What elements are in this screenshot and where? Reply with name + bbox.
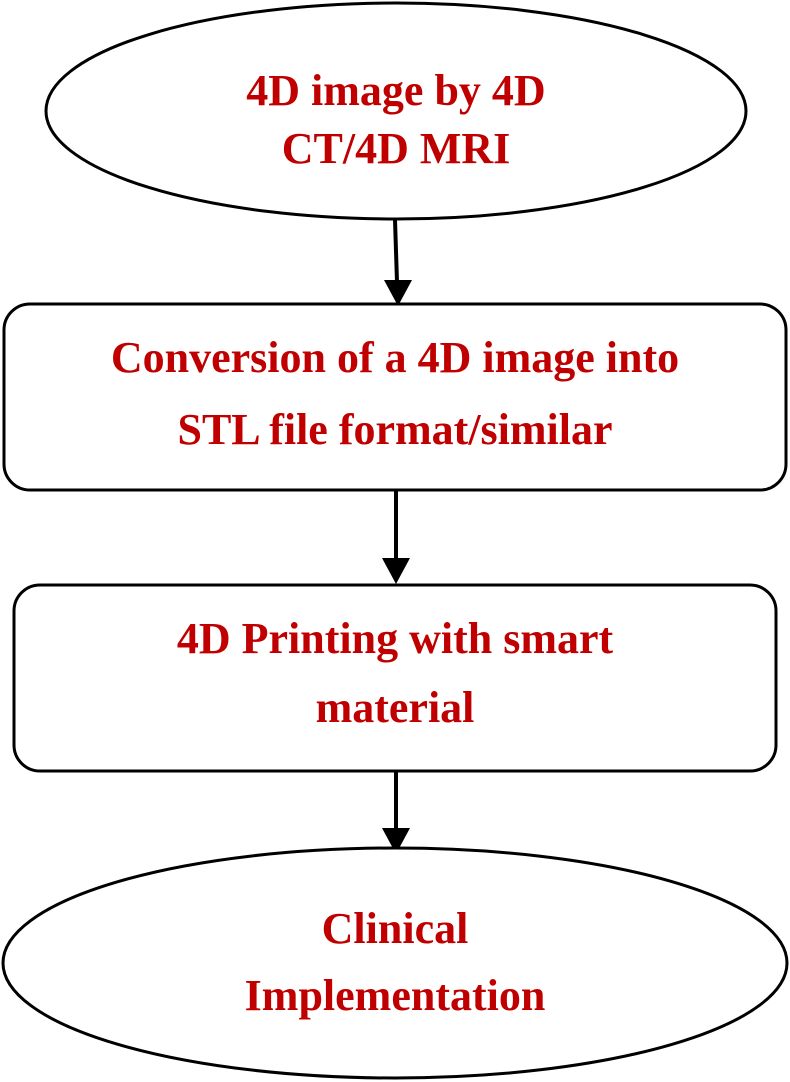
- node-start-line-1: 4D image by 4D: [246, 66, 545, 115]
- node-convert-line-2: STL file format/similar: [177, 405, 612, 454]
- node-print-line-1: 4D Printing with smart: [177, 614, 614, 663]
- node-end-line-2: Implementation: [245, 971, 546, 1020]
- node-print: 4D Printing with smart material: [12, 583, 778, 773]
- node-end-shape: [1, 846, 789, 1080]
- node-convert-line-1: Conversion of a 4D image into: [111, 333, 679, 382]
- node-print-shape: [12, 583, 778, 773]
- node-convert-shape: [2, 302, 788, 492]
- arrow-convert-to-print: [382, 491, 410, 584]
- node-end-line-1: Clinical: [322, 904, 469, 953]
- arrow-start-to-convert: [384, 219, 412, 306]
- node-start-shape: [44, 1, 748, 221]
- node-print-line-2: material: [316, 683, 475, 732]
- node-end: Clinical Implementation: [1, 846, 789, 1080]
- node-convert: Conversion of a 4D image into STL file f…: [2, 302, 788, 492]
- arrow-print-to-end: [382, 772, 410, 854]
- node-start-line-2: CT/4D MRI: [282, 124, 511, 173]
- node-start: 4D image by 4D CT/4D MRI: [44, 1, 748, 221]
